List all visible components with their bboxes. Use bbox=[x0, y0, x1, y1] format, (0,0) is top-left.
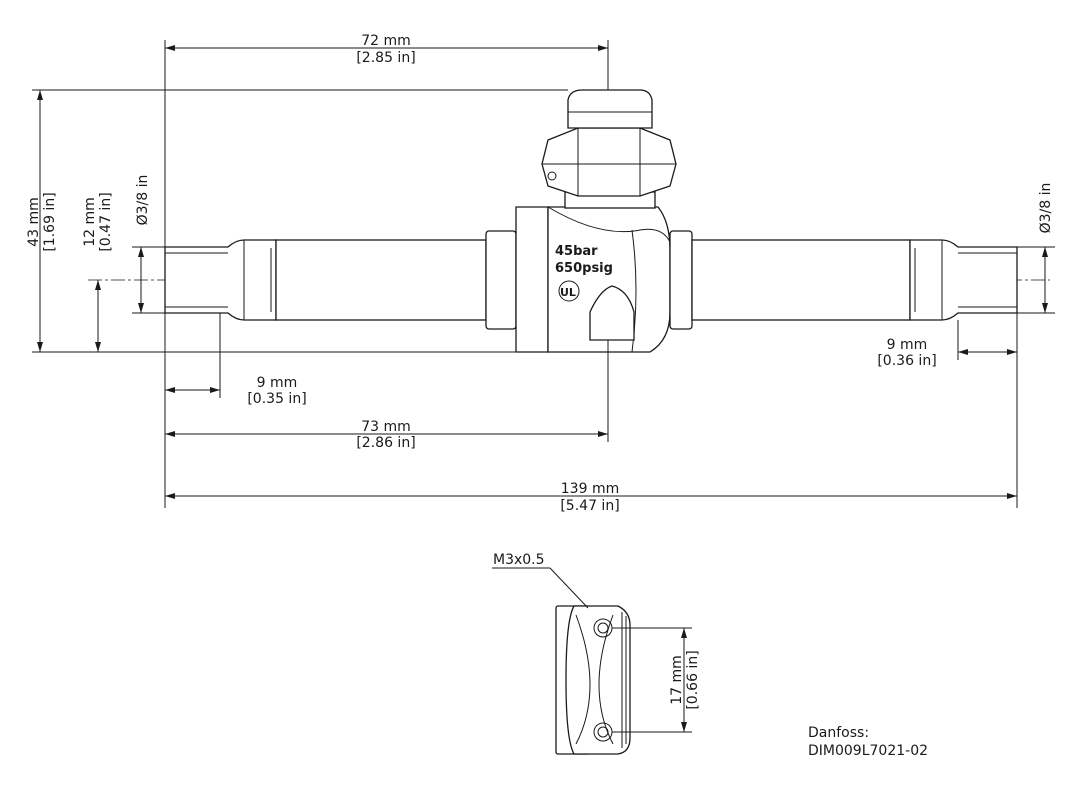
dim-left-insert-mm: 9 mm bbox=[257, 375, 298, 391]
valve-cap bbox=[567, 89, 653, 129]
dim-hole-spacing-in: [0.66 in] bbox=[685, 650, 701, 709]
valve-body bbox=[515, 206, 549, 353]
flow-arrow-plate bbox=[589, 285, 635, 341]
left-main-tube bbox=[275, 239, 487, 321]
valve-side-view: 45bar 650psig UL bbox=[88, 89, 1050, 353]
dim-overall-length-mm: 139 mm bbox=[561, 481, 619, 497]
company-label: Danfoss: bbox=[808, 725, 869, 741]
pressure-psig-label: 650psig bbox=[555, 261, 613, 276]
dim-overall-length-in: [5.47 in] bbox=[560, 498, 619, 514]
dim-left-insert-in: [0.35 in] bbox=[247, 391, 306, 407]
dim-top-width-in: [2.85 in] bbox=[356, 50, 415, 66]
left-tube bbox=[164, 239, 277, 321]
dim-overall-height-in: [1.69 in] bbox=[42, 192, 58, 251]
right-collar bbox=[669, 230, 693, 330]
dim-top-width-mm: 72 mm bbox=[361, 33, 411, 49]
hex-nut bbox=[541, 127, 677, 197]
left-collar bbox=[485, 230, 517, 330]
dim-right-diameter-label: Ø3/8 in bbox=[1038, 183, 1054, 234]
ul-mark-icon: UL bbox=[558, 280, 580, 302]
dim-center-height-mm: 12 mm bbox=[82, 197, 98, 247]
dim-overall-height-mm: 43 mm bbox=[26, 197, 42, 247]
pressure-bar-label: 45bar bbox=[555, 244, 598, 259]
svg-text:UL: UL bbox=[560, 286, 576, 299]
nut-hole-marker bbox=[547, 171, 557, 181]
dimension-lines: 72 mm [2.85 in] 73 mm [2.86 in] 139 mm [… bbox=[26, 33, 1055, 514]
dim-center-height-in: [0.47 in] bbox=[98, 192, 114, 251]
dim-left-diameter-label: Ø3/8 in bbox=[135, 175, 151, 226]
right-main-tube bbox=[691, 239, 911, 321]
dim-right-insert-mm: 9 mm bbox=[887, 337, 928, 353]
dim-right-insert-in: [0.36 in] bbox=[877, 353, 936, 369]
valve-bottom-view: M3x0.5 17 mm [0.66 in] bbox=[492, 552, 701, 755]
bottom-plate bbox=[565, 605, 631, 755]
thread-label: M3x0.5 bbox=[493, 552, 545, 568]
drawing-code: DIM009L7021-02 bbox=[808, 743, 928, 759]
dim-left-length-in: [2.86 in] bbox=[356, 435, 415, 451]
right-tube bbox=[909, 239, 1018, 321]
dim-left-length-mm: 73 mm bbox=[361, 419, 411, 435]
dim-hole-spacing-mm: 17 mm bbox=[669, 655, 685, 705]
